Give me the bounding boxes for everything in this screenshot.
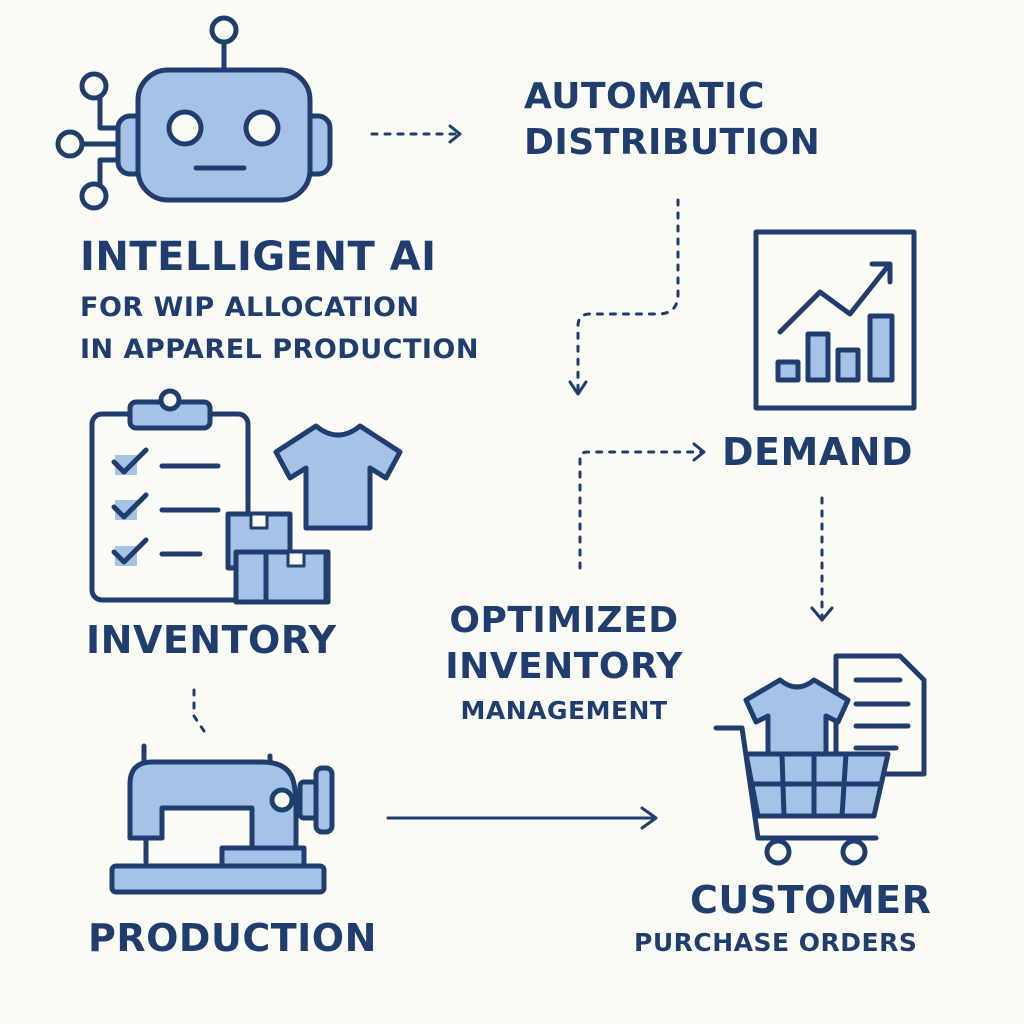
sewing-machine-icon bbox=[109, 743, 335, 895]
robot-icon bbox=[55, 15, 333, 211]
shopping-cart-icon bbox=[713, 653, 927, 866]
distribution-label-line-2: DISTRIBUTION bbox=[524, 122, 821, 163]
arrow-to-demand bbox=[578, 442, 706, 570]
ai-subtitle-line-1: FOR WIP ALLOCATION bbox=[80, 292, 420, 323]
distribution-label-line-1: AUTOMATIC bbox=[524, 76, 765, 117]
demand-label: DEMAND bbox=[722, 430, 914, 474]
customer-sublabel: PURCHASE ORDERS bbox=[634, 928, 918, 957]
arrow-demand-to-customer bbox=[810, 496, 834, 622]
production-label: PRODUCTION bbox=[88, 916, 377, 960]
optimized-label-line-1: OPTIMIZED bbox=[449, 600, 679, 641]
ai-subtitle-line-2: IN APPAREL PRODUCTION bbox=[80, 334, 479, 365]
connector-inventory-to-production bbox=[192, 688, 208, 736]
arrow-distribution-down bbox=[568, 198, 680, 396]
inventory-label: INVENTORY bbox=[86, 618, 337, 662]
ai-title: INTELLIGENT AI bbox=[80, 234, 437, 280]
inventory-clipboard-icon bbox=[89, 388, 403, 605]
optimized-label-line-2: INVENTORY bbox=[445, 646, 683, 687]
customer-label: CUSTOMER bbox=[690, 878, 932, 922]
optimized-label-line-3: MANAGEMENT bbox=[460, 696, 668, 725]
arrow-ai-to-distribution bbox=[370, 124, 462, 144]
growth-chart-icon bbox=[753, 229, 917, 411]
arrow-production-to-customer bbox=[386, 806, 658, 830]
connectors bbox=[192, 124, 834, 830]
